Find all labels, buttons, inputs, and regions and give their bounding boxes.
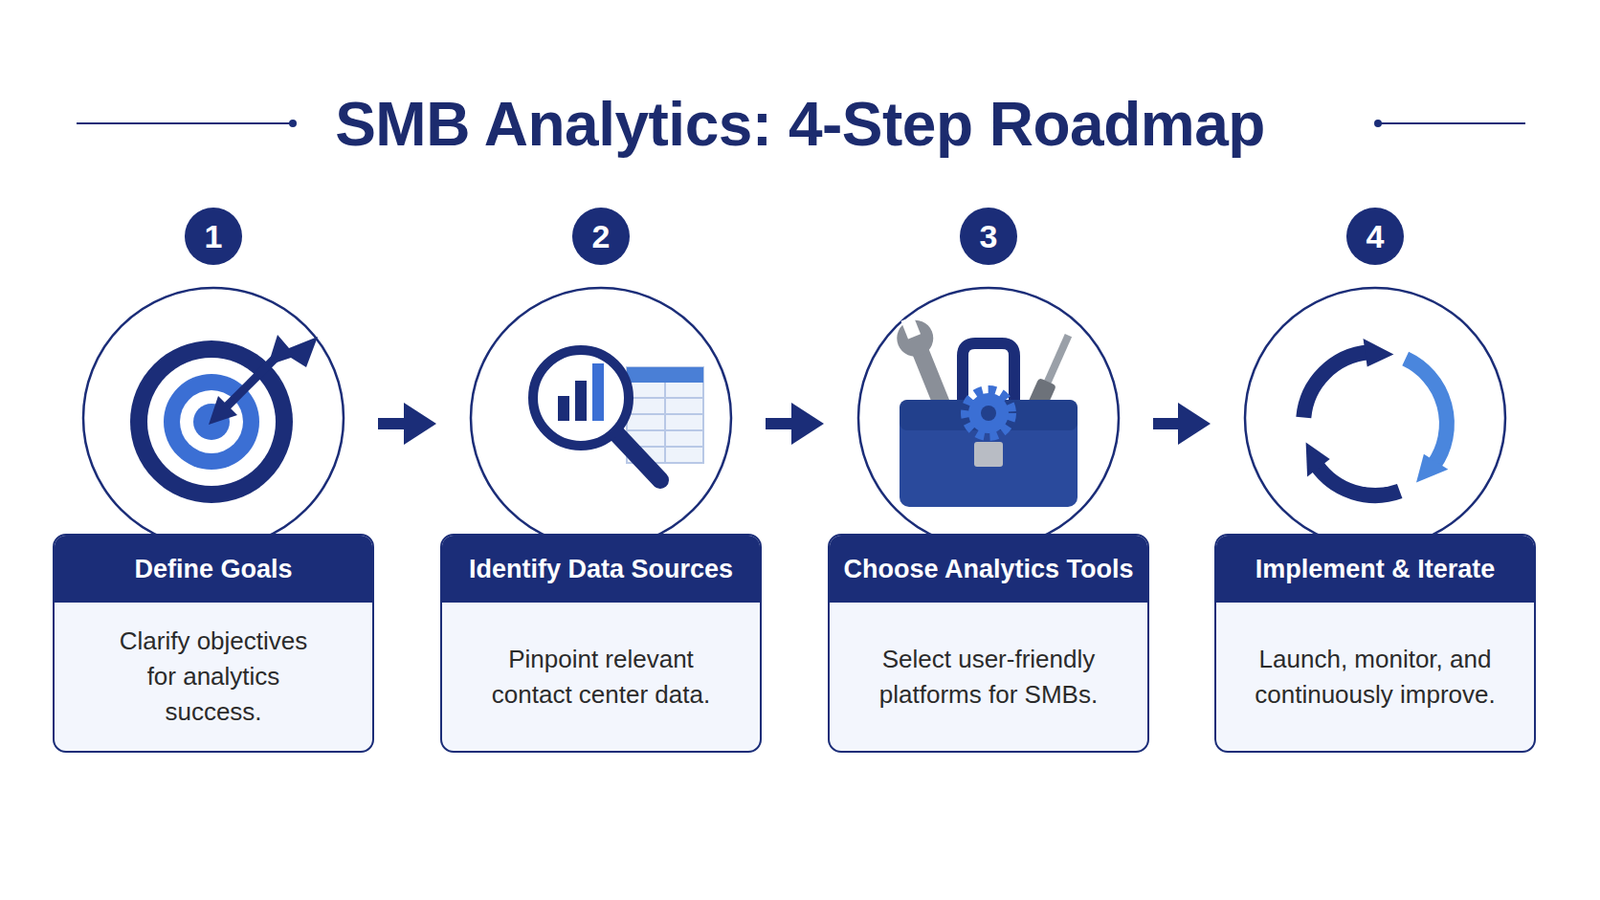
step-heading: Choose Analytics Tools xyxy=(843,555,1134,585)
cycle-arc xyxy=(1405,358,1447,466)
toolbox-body xyxy=(899,400,1078,508)
wrench-head xyxy=(891,314,939,362)
cycle-head xyxy=(1306,442,1331,477)
gear-hole xyxy=(980,405,997,422)
toolbox-icon xyxy=(889,311,1078,508)
icon-circle xyxy=(83,288,344,549)
icon-circle xyxy=(1244,288,1506,549)
card-body-area: Launch, monitor, and continuously improv… xyxy=(1216,602,1534,752)
toolbox-latch xyxy=(974,442,1003,467)
chart-bar xyxy=(557,396,570,422)
rule-dot xyxy=(288,119,297,128)
wrench-jaw xyxy=(901,316,921,340)
icon-circle xyxy=(858,288,1119,549)
table-rule xyxy=(664,382,667,464)
card-header-band: Choose Analytics Tools xyxy=(829,535,1148,603)
step-card: Implement & IterateLaunch, monitor, and … xyxy=(1214,288,1536,754)
diagram-title: SMB Analytics: 4-Step Roadmap xyxy=(0,84,1600,165)
card-header-band: Identify Data Sources xyxy=(442,535,760,603)
target-icon xyxy=(130,334,318,504)
cycle-arc xyxy=(1316,465,1400,496)
step-card: Identify Data SourcesPinpoint relevant c… xyxy=(440,288,762,754)
step-number-badge: 2 xyxy=(572,207,630,266)
screwdriver-shaft xyxy=(1043,333,1072,386)
step-heading: Implement & Iterate xyxy=(1255,555,1496,585)
arrow-tip xyxy=(208,396,238,425)
gear-body xyxy=(968,393,1009,434)
magnifier-handle xyxy=(615,432,661,481)
step-heading: Identify Data Sources xyxy=(468,555,734,585)
cycle-head xyxy=(1416,454,1448,484)
card-box: Implement & IterateLaunch, monitor, and … xyxy=(1214,533,1536,754)
icon-circles xyxy=(83,288,1506,549)
flow-arrow xyxy=(765,418,792,430)
icon-circle xyxy=(470,288,732,549)
step-number: 3 xyxy=(979,220,999,253)
step-description: Pinpoint relevant contact center data. xyxy=(474,642,729,713)
card-body-area: Clarify objectives for analytics success… xyxy=(54,602,373,752)
magnifier-icon xyxy=(533,350,704,481)
flow-arrow xyxy=(1153,418,1178,430)
step-number-badge: 3 xyxy=(959,207,1018,266)
step-description: Clarify objectives for analytics success… xyxy=(106,623,322,731)
card-header-band: Implement & Iterate xyxy=(1216,535,1534,603)
arrow-fletching xyxy=(267,334,318,368)
flow-arrow xyxy=(377,418,404,430)
card-box: Identify Data SourcesPinpoint relevant c… xyxy=(440,533,762,754)
step-description: Launch, monitor, and continuously improv… xyxy=(1248,642,1503,713)
magnifier-lens xyxy=(533,350,629,446)
step-heading: Define Goals xyxy=(133,555,292,585)
step-number: 4 xyxy=(1366,220,1385,253)
rule-line xyxy=(76,122,293,125)
card-body-area: Select user-friendly platforms for SMBs. xyxy=(829,602,1148,752)
card-box: Choose Analytics ToolsSelect user-friend… xyxy=(827,533,1150,754)
rule-line xyxy=(1377,122,1526,125)
step-card: Choose Analytics ToolsSelect user-friend… xyxy=(827,288,1150,754)
chart-bar xyxy=(575,380,587,422)
step-number-badge: 1 xyxy=(184,207,243,266)
table-header xyxy=(626,367,704,383)
step-card: Define GoalsClarify objectives for analy… xyxy=(52,288,375,754)
cycle-icon xyxy=(1303,338,1448,496)
chart-bar xyxy=(592,363,604,422)
cycle-arc xyxy=(1303,352,1369,418)
card-body-area: Pinpoint relevant contact center data. xyxy=(442,602,760,752)
cycle-head xyxy=(1363,338,1395,368)
step-number: 2 xyxy=(592,220,611,253)
step-number: 1 xyxy=(204,220,223,253)
card-header-band: Define Goals xyxy=(54,535,373,603)
step-description: Select user-friendly platforms for SMBs. xyxy=(862,642,1116,713)
gear-teeth xyxy=(965,390,1012,437)
card-box: Define GoalsClarify objectives for analy… xyxy=(52,533,375,754)
step-number-badge: 4 xyxy=(1346,207,1404,266)
rule-dot xyxy=(1374,119,1382,128)
